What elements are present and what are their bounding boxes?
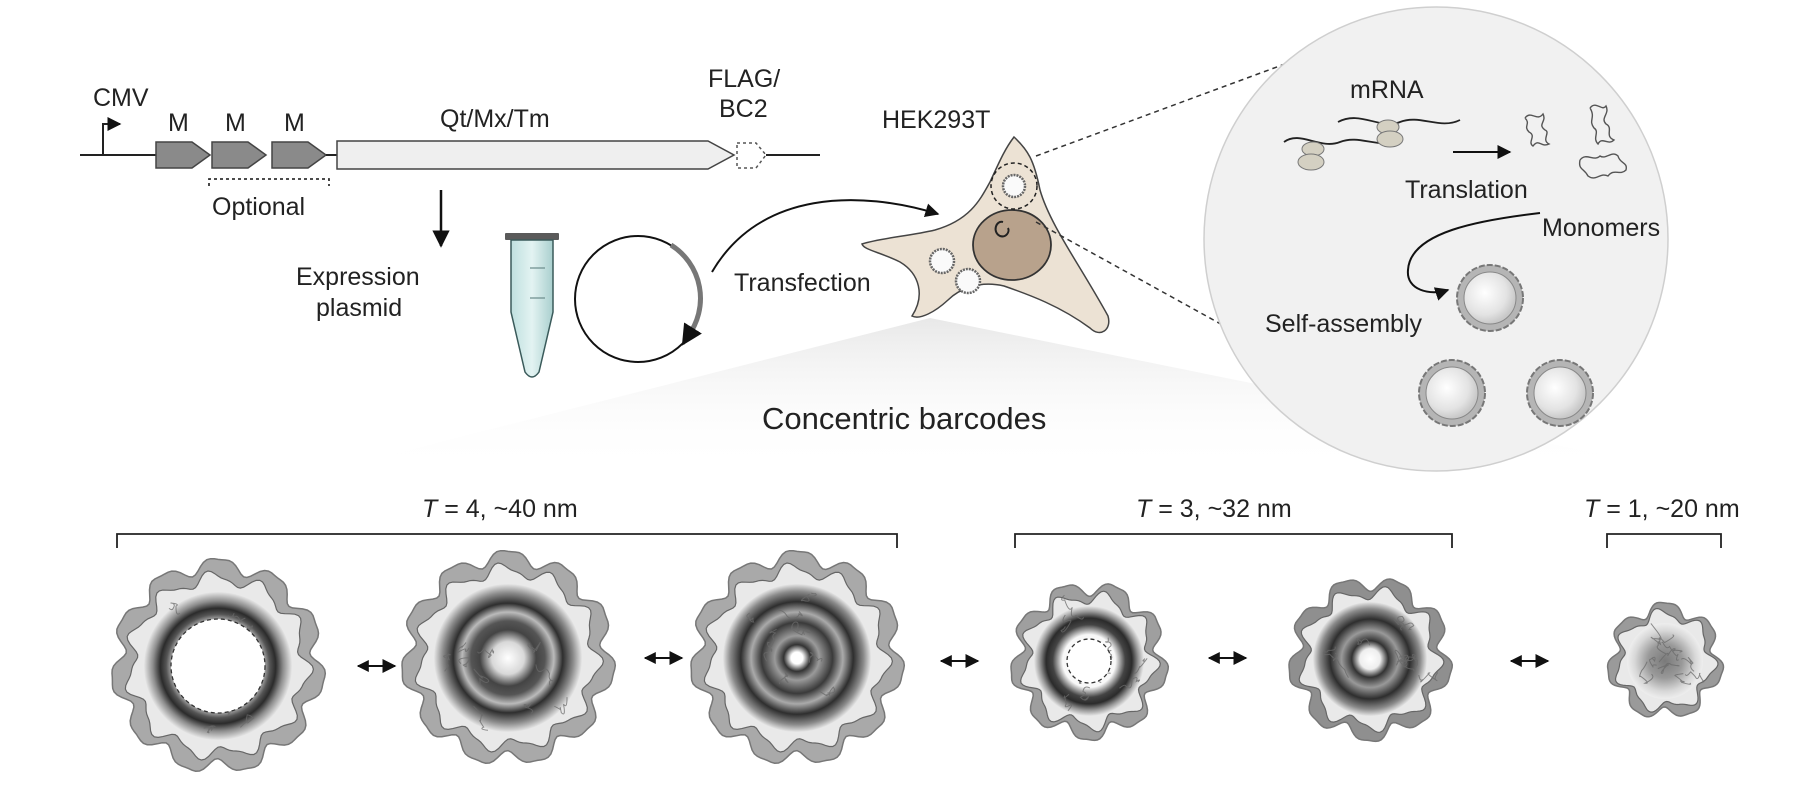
plasmid-label-line2: plasmid	[316, 294, 402, 322]
self-assembly-label: Self-assembly	[1265, 310, 1422, 338]
particle-t4-2	[401, 549, 617, 764]
gene-construct: CMV M M M Optional Qt/Mx/Tm FLAG/ BC2	[80, 65, 820, 248]
barcodes-title: Concentric barcodes	[762, 401, 1046, 436]
flag-label-line2: BC2	[719, 95, 768, 123]
optional-label: Optional	[212, 193, 305, 221]
bracket-t4	[116, 533, 898, 548]
transfection-arrow	[711, 199, 940, 273]
tag-label-1: M	[168, 109, 189, 137]
bracket-t1	[1606, 533, 1722, 548]
mrna-label: mRNA	[1350, 76, 1424, 104]
capsid-inset-1	[1456, 264, 1524, 332]
barcode-particles	[111, 549, 1725, 772]
gene-block	[336, 140, 736, 170]
self-assembly-arrow	[1406, 212, 1541, 301]
gene-label: Qt/Mx/Tm	[440, 105, 550, 133]
capsid-inset-3	[1526, 359, 1594, 427]
promoter-label: CMV	[93, 84, 149, 112]
particle-t4-3	[690, 549, 906, 764]
transition-arrows	[356, 651, 1550, 673]
flag-tag	[736, 142, 767, 169]
plasmid-label-line1: Expression	[296, 263, 420, 291]
particle-t4-1	[111, 557, 327, 772]
promoter-arrow	[102, 117, 122, 155]
tag-block-2	[211, 141, 268, 169]
particle-t3-2	[1288, 578, 1454, 743]
capsid-inset-2	[1418, 359, 1486, 427]
group-label-t4: T = 4, ~40 nm	[422, 495, 578, 523]
group-label-t3: T = 3, ~32 nm	[1136, 495, 1292, 523]
optional-bracket	[208, 178, 330, 186]
group-label-t1: T = 1, ~20 nm	[1584, 495, 1740, 523]
bracket-t3	[1014, 533, 1453, 548]
tag-block-3	[271, 141, 328, 169]
monomers-label: Monomers	[1542, 214, 1660, 242]
tag-label-2: M	[225, 109, 246, 137]
eppendorf-tube	[505, 233, 559, 378]
transfection-label: Transfection	[734, 269, 871, 297]
hek-cell	[861, 135, 1110, 334]
plasmid-circle	[574, 235, 703, 363]
translation-label: Translation	[1405, 176, 1528, 204]
translation-inset	[1203, 6, 1669, 472]
particle-t3-1	[1010, 583, 1170, 742]
nucleus	[972, 209, 1052, 281]
tag-block-1	[155, 141, 212, 169]
particle-t1-1	[1606, 601, 1725, 718]
cell-label: HEK293T	[882, 106, 990, 134]
tag-label-3: M	[284, 109, 305, 137]
flag-label-line1: FLAG/	[708, 65, 780, 93]
